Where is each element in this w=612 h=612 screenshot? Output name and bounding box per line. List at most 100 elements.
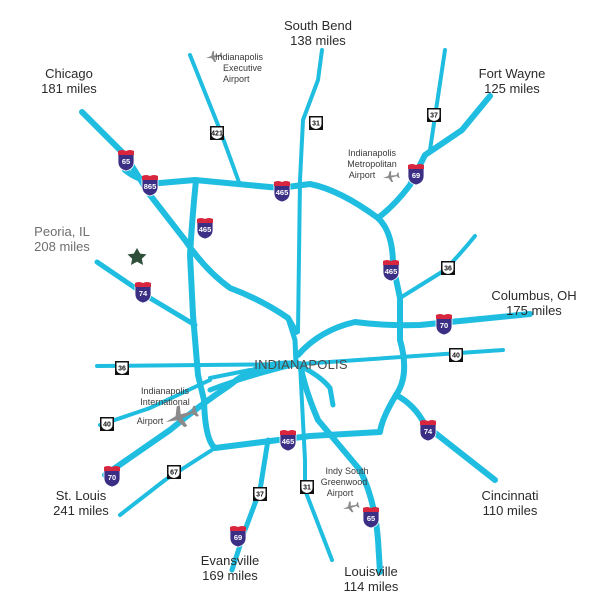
- us-route-number: 36: [444, 266, 452, 273]
- us-route-shield-us37-ne-icon: 37: [427, 108, 441, 122]
- interstate-shield-i865-icon: 865: [141, 175, 159, 197]
- location-star-icon: [127, 248, 147, 265]
- interstate-number: 70: [440, 321, 448, 330]
- executive-airport-line2: Executive: [223, 63, 262, 73]
- interstate-number: 465: [199, 225, 212, 234]
- indy-south-airport-line3: Airport: [327, 488, 354, 498]
- us-route-shield-us40-w-icon: 40: [100, 417, 114, 431]
- destination-labels: South Bend 138 miles Chicago 181 miles F…: [34, 18, 576, 594]
- us-route-shield-us36-w-icon: 36: [115, 361, 129, 375]
- interstate-number: 65: [122, 157, 130, 166]
- indianapolis-label: INDIANAPOLIS: [254, 357, 348, 372]
- executive-airport-line3: Airport: [223, 74, 250, 84]
- i69-northeast: [375, 93, 493, 221]
- i70-east: [295, 311, 533, 358]
- metropolitan-airport-line2: Metropolitan: [347, 159, 397, 169]
- interstate-shield-i465-nw-icon: 465: [196, 218, 214, 240]
- fort-wayne-distance: 125 miles: [484, 81, 540, 96]
- international-airport-line2: International: [140, 397, 190, 407]
- metropolitan-airport-line1: Indianapolis: [348, 148, 397, 158]
- columbus-distance: 175 miles: [506, 303, 562, 318]
- interstate-number: 74: [424, 427, 433, 436]
- interstate-shield-i70-sw-icon: 70: [103, 466, 121, 488]
- us31-south: [298, 362, 334, 562]
- chicago-distance: 181 miles: [41, 81, 97, 96]
- evansville-name: Evansville: [201, 553, 260, 568]
- us-route-number: 37: [430, 113, 438, 120]
- us-route-number: 31: [303, 485, 311, 492]
- us36-northeast: [398, 234, 477, 300]
- interstate-shield-i65-s-icon: 65: [362, 507, 380, 529]
- us-route-shield-us421-icon: 421: [210, 126, 224, 140]
- louisville-distance: 114 miles: [344, 579, 399, 594]
- chicago-name: Chicago: [45, 66, 93, 81]
- interstate-shield-i465-n-icon: 465: [273, 181, 291, 203]
- south-bend-name: South Bend: [284, 18, 352, 33]
- us-route-shields: 421 31 37 36 40 36 40 67 37 31: [100, 108, 463, 501]
- cincinnati-name: Cincinnati: [481, 488, 538, 503]
- us-route-shield-us31-s-icon: 31: [300, 480, 314, 494]
- i74-southeast: [393, 392, 498, 483]
- peoria-name: Peoria, IL: [34, 224, 90, 239]
- interstate-number: 465: [385, 267, 398, 276]
- metropolitan-airport-plane-icon: [383, 170, 400, 183]
- interstate-shields: 65 865 465 465 69 465 74 70 465 70 74 69 65: [103, 150, 453, 548]
- cincinnati-distance: 110 miles: [483, 503, 538, 518]
- international-airport-line3: Airport: [137, 416, 164, 426]
- us-route-number: 36: [118, 366, 126, 373]
- us-route-number: 40: [103, 422, 111, 429]
- us-route-shield-us40-e-icon: 40: [449, 348, 463, 362]
- fort-wayne-name: Fort Wayne: [479, 66, 546, 81]
- interstate-shield-i74-se-icon: 74: [419, 420, 437, 442]
- interstate-shield-i465-s-icon: 465: [279, 430, 297, 452]
- us67: [118, 446, 217, 517]
- us37-northeast: [428, 48, 447, 152]
- us31-north: [296, 48, 324, 334]
- us36-west-short: [208, 368, 252, 380]
- us40-southwest: [98, 378, 212, 427]
- interstate-shield-i70-e-icon: 70: [435, 314, 453, 336]
- downtown-loop: [207, 361, 336, 408]
- st-louis-name: St. Louis: [56, 488, 107, 503]
- peoria-distance: 208 miles: [34, 239, 90, 254]
- i65-northwest: [79, 109, 299, 335]
- interstate-shield-i74-nw-icon: 74: [134, 282, 152, 304]
- us-route-shield-us67-icon: 67: [167, 465, 181, 479]
- executive-airport-plane-icon: [206, 50, 223, 63]
- metropolitan-airport-line3: Airport: [349, 170, 376, 180]
- interstate-number: 465: [276, 188, 289, 197]
- us-route-shield-us36-ne-icon: 36: [441, 261, 455, 275]
- interstate-number: 69: [412, 171, 420, 180]
- us-route-number: 67: [170, 470, 178, 477]
- indy-south-airport-line1: Indy South: [325, 466, 368, 476]
- airport-labels: Indianapolis Executive Airport Indianapo…: [137, 52, 397, 498]
- executive-airport-line1: Indianapolis: [215, 52, 264, 62]
- interstate-shield-i65-nw-icon: 65: [117, 150, 135, 172]
- us-route-number: 37: [256, 492, 264, 499]
- international-airport-plane-icon: [166, 405, 199, 428]
- st-louis-distance: 241 miles: [53, 503, 109, 518]
- international-airport-line1: Indianapolis: [141, 386, 190, 396]
- louisville-name: Louisville: [344, 564, 397, 579]
- interstate-number: 465: [282, 437, 295, 446]
- interstate-number: 74: [139, 289, 148, 298]
- interstate-shield-i465-e-icon: 465: [382, 260, 400, 282]
- columbus-name: Columbus, OH: [491, 288, 576, 303]
- us-route-number: 40: [452, 353, 460, 360]
- us-route-shield-us37-s-icon: 37: [253, 487, 267, 501]
- interstate-number: 70: [108, 473, 116, 482]
- us-route-number: 31: [312, 121, 320, 128]
- interstate-number: 65: [367, 514, 375, 523]
- interstate-number: 865: [144, 182, 157, 191]
- evansville-distance: 169 miles: [202, 568, 258, 583]
- indy-south-airport-line2: Greenwood: [321, 477, 368, 487]
- interstate-shield-i69-s-icon: 69: [229, 526, 247, 548]
- indy-south-airport-plane-icon: [343, 501, 360, 513]
- interstate-shield-i69-ne-icon: 69: [407, 164, 425, 186]
- i69-south: [229, 437, 271, 573]
- airplanes: [166, 50, 400, 513]
- interstate-number: 69: [234, 533, 242, 542]
- us-route-number: 421: [211, 131, 223, 138]
